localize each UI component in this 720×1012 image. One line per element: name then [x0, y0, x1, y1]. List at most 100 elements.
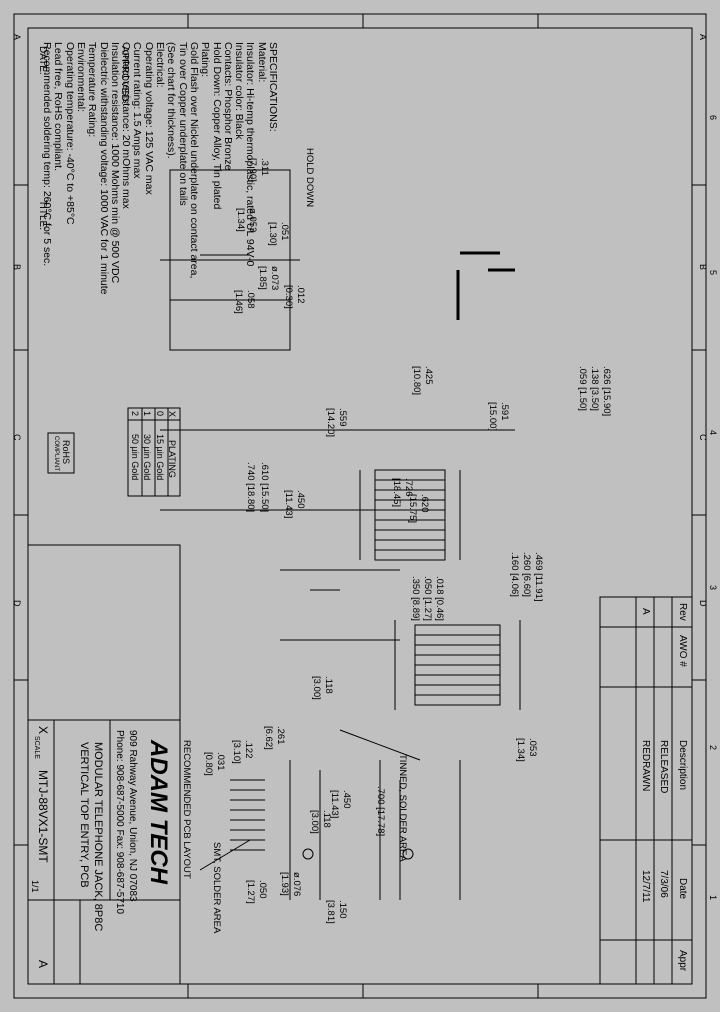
company-address: 909 Rahway Avenue, Union, NJ 07083	[127, 730, 138, 902]
border-letter: B	[12, 264, 22, 271]
border-letter: D	[698, 600, 708, 607]
dim-label: .425	[423, 366, 434, 385]
dim-label: .031	[215, 752, 226, 771]
dim-label: ø.076	[291, 872, 302, 897]
plating-code: 0	[155, 411, 165, 417]
rohs-title: RoHS	[61, 440, 71, 465]
dim-label: .740 [18.80]	[245, 462, 256, 513]
description-header: Description	[677, 740, 688, 791]
dim-label: .150	[337, 900, 348, 919]
border-number: 2	[708, 745, 718, 751]
scale-value: 1/1	[30, 880, 40, 893]
plating-code: 2	[130, 411, 140, 417]
plating-header: PLATING	[167, 440, 177, 478]
awo-header: AWO #	[677, 635, 688, 667]
rohs-box	[47, 432, 75, 474]
border-letter: A	[12, 34, 22, 41]
spec-line: Dielectric withstanding voltage: 1000 VA…	[97, 42, 110, 295]
spec-line: Operating temperature: -40°C to +85°C	[63, 42, 76, 225]
border-letter: C	[12, 434, 22, 441]
spec-line: (See chart for thickness).	[165, 42, 178, 159]
dim-label: [14.20]	[325, 408, 336, 438]
dim-label: .620	[419, 494, 430, 513]
spec-line: Environmental:	[74, 42, 87, 113]
dim-label: .050 [1.27]	[422, 576, 433, 621]
dim-label: .118	[323, 676, 334, 694]
company-phone: Phone: 908-687-5000 Fax: 908-687-5710	[114, 730, 125, 915]
hold-down-label: HOLD DOWN	[304, 148, 315, 208]
dim-label: [18.45]	[391, 478, 402, 508]
title-block	[27, 544, 181, 985]
plating-code: 1	[142, 411, 152, 417]
dim-label: .059 [1.50]	[577, 366, 588, 411]
dim-label: .058	[245, 290, 256, 309]
dim-label: .311	[259, 158, 270, 176]
dim-label: [3.10]	[231, 740, 242, 764]
border-number: 5	[708, 270, 718, 276]
dim-label: [1.34]	[235, 208, 246, 232]
spec-line: Recommended soldering temp: 260°C for 5 …	[41, 42, 54, 267]
spec-line: Lead free, RoHS compliant.	[52, 42, 65, 171]
border-number: 1	[708, 895, 718, 901]
dim-label: .700 [17.78]	[375, 786, 386, 837]
border-letter: C	[698, 434, 708, 441]
revision-table	[599, 596, 693, 985]
border-letter: B	[698, 264, 708, 271]
rev-row-rev: A	[640, 608, 651, 615]
outer-border	[13, 13, 707, 999]
border-letter: D	[12, 600, 22, 607]
spec-line: Plating:	[199, 42, 212, 78]
dim-label: .350 [8.89]	[410, 576, 421, 621]
spec-line: Operating voltage: 125 VAC max	[142, 42, 155, 195]
dim-label: .450	[341, 790, 352, 809]
dim-label: .260 [6.60]	[521, 552, 532, 597]
scale-label: SCALE	[33, 736, 40, 759]
appr-header: Appr	[677, 950, 688, 972]
dim-label: [6.62]	[263, 726, 274, 750]
dim-label: .122	[243, 740, 254, 759]
spec-line: Contacts: Phosphor Bronze	[221, 42, 234, 171]
sheet-rev: A	[36, 960, 50, 969]
dim-label: [3.00]	[309, 810, 320, 834]
dim-label: .012	[295, 285, 306, 304]
spec-line: Temperature Rating:	[86, 42, 99, 138]
spec-line: Gold Flash over Nickel underplate on con…	[187, 42, 200, 279]
spec-line: Insulator color: Black	[233, 42, 246, 140]
dim-label: .626 [15.90]	[601, 366, 612, 417]
pcb-layout-drawing	[199, 729, 461, 900]
dim-label: [15.00]	[487, 402, 498, 432]
dim-label: .591	[499, 402, 510, 421]
part-number: MTJ-88VX1-SMT	[36, 770, 50, 863]
dim-label: [1.85]	[257, 266, 268, 290]
dim-label: [0.30]	[283, 285, 294, 309]
plating-x-header: X	[167, 411, 177, 418]
dim-label: ø.073	[269, 266, 280, 291]
dim-label: .118	[321, 810, 332, 828]
dim-label: [15.75]	[407, 494, 418, 524]
rohs-sub: COMPLIANT	[53, 436, 59, 472]
rev-header: Rev	[677, 603, 688, 621]
border-number: 6	[708, 115, 718, 121]
plating-table	[127, 407, 181, 497]
plating-value: 30 µin Gold	[142, 434, 152, 481]
dim-label: .160 [4.06]	[509, 552, 520, 597]
spec-line: Electrical:	[154, 42, 167, 88]
dim-label: [1.30]	[267, 222, 278, 246]
drawing-title-2: VERTICAL TOP ENTRY, PCB	[78, 742, 90, 888]
dim-label: ø.053	[247, 208, 258, 233]
bottom-view-drawing	[394, 620, 521, 710]
dim-label: .053	[527, 738, 538, 757]
tinned-label: TINNED, SOLDER AREA	[397, 754, 408, 862]
dim-label: .138 [3.50]	[589, 366, 600, 411]
border-number: 3	[708, 585, 718, 591]
dim-label: .018 [0.46]	[434, 576, 445, 621]
dim-label: .450	[295, 490, 306, 509]
dim-label: [3.00]	[311, 676, 322, 700]
dim-label: [1.27]	[245, 880, 256, 904]
dim-label: [3.81]	[325, 900, 336, 924]
border-letter: A	[698, 34, 708, 41]
x-mark: X	[36, 726, 50, 735]
dim-label: [0.80]	[203, 752, 214, 776]
